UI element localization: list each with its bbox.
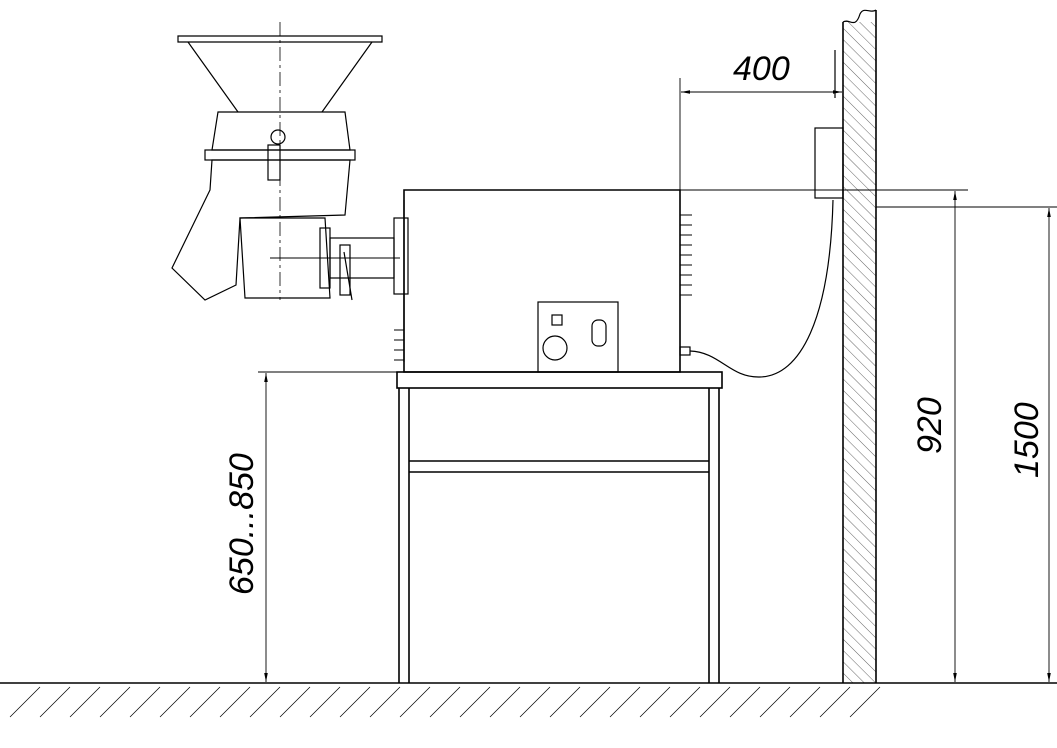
power-cable (689, 199, 834, 378)
dimension-lines (264, 90, 1051, 682)
dim-920-label: 920 (911, 397, 949, 454)
stand (396, 371, 723, 683)
extension-lines (258, 78, 1057, 684)
floor (0, 682, 1057, 718)
grinder-head (171, 22, 400, 301)
dim-1500-label: 1500 (1008, 402, 1046, 478)
dim-650-850-label: 650...850 (223, 453, 261, 595)
wall (814, 9, 877, 683)
machine-body (393, 189, 692, 373)
dim-400-label: 400 (733, 50, 790, 88)
